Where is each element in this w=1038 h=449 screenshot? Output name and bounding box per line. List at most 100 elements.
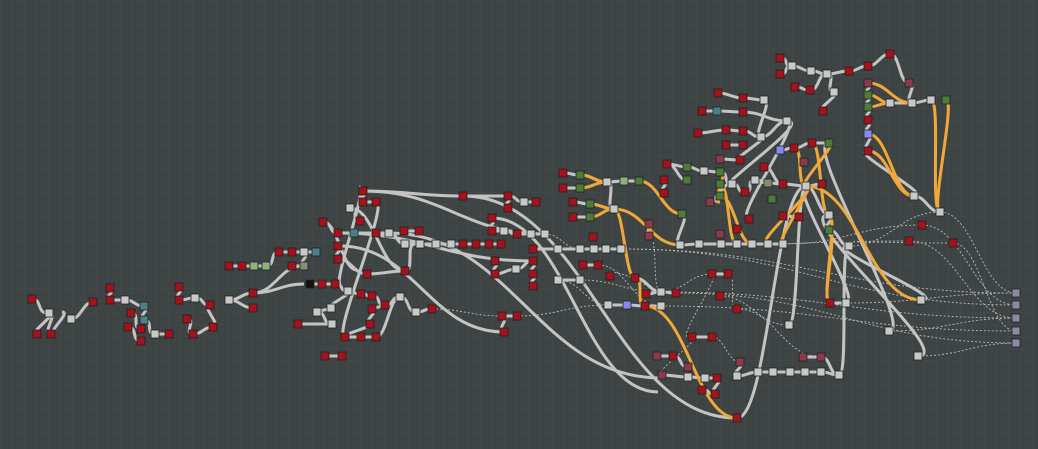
graph-node[interactable]	[715, 167, 725, 177]
graph-node[interactable]	[224, 261, 234, 271]
graph-node[interactable]	[139, 315, 149, 325]
graph-node[interactable]	[907, 98, 917, 108]
graph-node[interactable]	[356, 332, 366, 342]
graph-node[interactable]	[343, 286, 353, 296]
graph-node[interactable]	[139, 301, 149, 311]
graph-node[interactable]	[798, 352, 808, 362]
graph-node[interactable]	[712, 106, 722, 116]
graph-node[interactable]	[768, 367, 778, 377]
graph-node[interactable]	[1011, 338, 1021, 348]
graph-node[interactable]	[605, 271, 615, 281]
graph-node[interactable]	[415, 239, 425, 249]
graph-node[interactable]	[909, 191, 919, 201]
graph-node[interactable]	[756, 132, 766, 142]
graph-node[interactable]	[885, 98, 895, 108]
graph-node[interactable]	[710, 389, 720, 399]
graph-node[interactable]	[248, 303, 258, 313]
graph-node[interactable]	[732, 371, 742, 381]
graph-node[interactable]	[568, 212, 578, 222]
graph-node[interactable]	[327, 319, 337, 329]
graph-node[interactable]	[458, 191, 468, 201]
graph-node[interactable]	[727, 179, 737, 189]
graph-node[interactable]	[150, 329, 160, 339]
graph-node[interactable]	[553, 275, 563, 285]
graph-node[interactable]	[414, 226, 424, 236]
graph-node[interactable]	[715, 154, 725, 164]
graph-node[interactable]	[713, 88, 723, 98]
graph-node[interactable]	[399, 226, 409, 236]
graph-node[interactable]	[913, 351, 923, 361]
graph-node[interactable]	[123, 322, 133, 332]
graph-node[interactable]	[616, 244, 626, 254]
graph-node[interactable]	[926, 95, 936, 105]
graph-node[interactable]	[715, 179, 725, 189]
graph-node[interactable]	[395, 292, 405, 302]
graph-node[interactable]	[182, 314, 192, 324]
graph-node[interactable]	[188, 329, 198, 339]
graph-node[interactable]	[712, 373, 722, 383]
graph-node[interactable]	[588, 232, 598, 242]
graph-node[interactable]	[531, 197, 541, 207]
graph-node[interactable]	[585, 212, 595, 222]
graph-node[interactable]	[317, 279, 327, 289]
graph-node[interactable]	[105, 283, 115, 293]
graph-node[interactable]	[753, 367, 763, 377]
graph-node[interactable]	[723, 269, 733, 279]
graph-node[interactable]	[312, 307, 322, 317]
graph-node[interactable]	[715, 291, 725, 301]
graph-node[interactable]	[528, 244, 538, 254]
graph-node[interactable]	[293, 319, 303, 329]
graph-node[interactable]	[311, 247, 321, 257]
graph-node[interactable]	[558, 168, 568, 178]
graph-node[interactable]	[801, 181, 811, 191]
graph-node[interactable]	[499, 327, 509, 337]
graph-node[interactable]	[340, 332, 350, 342]
graph-node[interactable]	[400, 239, 410, 249]
graph-node[interactable]	[787, 61, 797, 71]
graph-node[interactable]	[345, 203, 355, 213]
graph-node[interactable]	[287, 261, 297, 271]
graph-node[interactable]	[844, 241, 854, 251]
graph-node[interactable]	[1011, 300, 1021, 310]
graph-node[interactable]	[575, 244, 585, 254]
graph-node[interactable]	[675, 240, 685, 250]
graph-node[interactable]	[601, 244, 611, 254]
graph-node[interactable]	[863, 61, 873, 71]
graph-node[interactable]	[44, 308, 54, 318]
graph-node[interactable]	[333, 228, 343, 238]
graph-node[interactable]	[863, 129, 873, 139]
graph-node[interactable]	[644, 219, 654, 229]
graph-node[interactable]	[790, 82, 800, 92]
graph-node[interactable]	[1011, 326, 1021, 336]
graph-node[interactable]	[916, 295, 926, 305]
graph-node[interactable]	[707, 332, 717, 342]
graph-node[interactable]	[738, 126, 748, 136]
graph-node[interactable]	[371, 332, 381, 342]
graph-node[interactable]	[841, 298, 851, 308]
graph-node[interactable]	[553, 244, 563, 254]
graph-node[interactable]	[693, 128, 703, 138]
graph-node[interactable]	[683, 372, 693, 382]
graph-node[interactable]	[789, 143, 799, 153]
graph-node[interactable]	[337, 351, 347, 361]
graph-node[interactable]	[174, 295, 184, 305]
graph-node[interactable]	[682, 162, 692, 172]
graph-node[interactable]	[778, 239, 788, 249]
graph-node[interactable]	[356, 289, 366, 299]
graph-node[interactable]	[164, 329, 174, 339]
graph-node[interactable]	[287, 247, 297, 257]
graph-node[interactable]	[656, 301, 666, 311]
graph-node[interactable]	[431, 239, 441, 249]
graph-node[interactable]	[775, 145, 785, 155]
graph-node[interactable]	[738, 93, 748, 103]
graph-node[interactable]	[630, 273, 640, 283]
graph-node[interactable]	[759, 162, 769, 172]
graph-node[interactable]	[656, 287, 666, 297]
graph-node[interactable]	[622, 300, 632, 310]
graph-node[interactable]	[558, 183, 568, 193]
graph-node[interactable]	[863, 78, 873, 88]
graph-node[interactable]	[1011, 288, 1021, 298]
graph-node[interactable]	[355, 216, 365, 226]
graph-node[interactable]	[46, 329, 56, 339]
graph-node[interactable]	[652, 351, 662, 361]
